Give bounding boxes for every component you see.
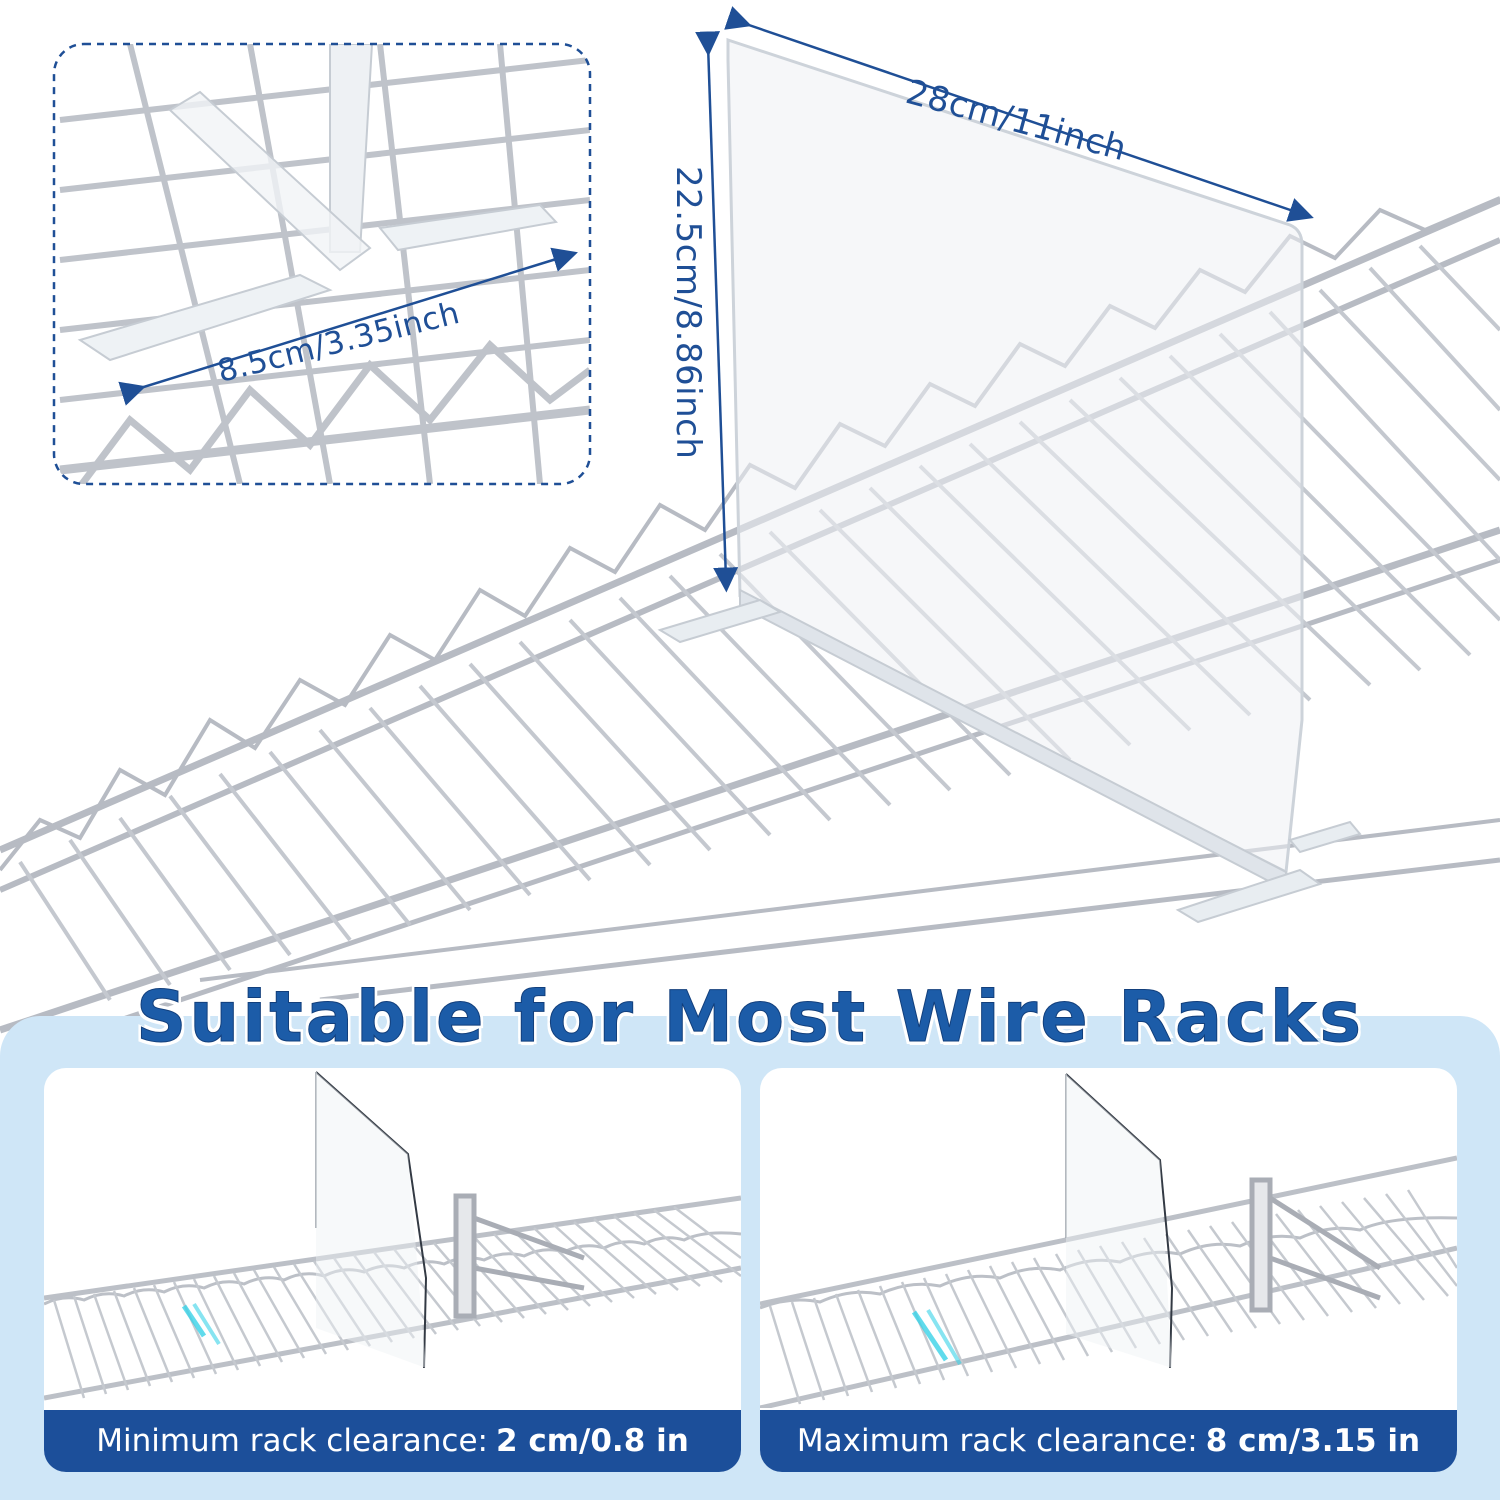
- max-clearance-card: Maximum rack clearance: 8 cm/3.15 in: [760, 1068, 1457, 1472]
- max-clearance-value: 8 cm/3.15 in: [1205, 1423, 1421, 1459]
- min-clearance-label: Minimum rack clearance:: [96, 1423, 488, 1459]
- min-clearance-caption: Minimum rack clearance: 2 cm/0.8 in: [44, 1410, 741, 1472]
- acrylic-divider: [657, 37, 1362, 924]
- headline: Suitable for Most Wire Racks: [136, 976, 1364, 1059]
- dimension-arrows: [695, 6, 1314, 593]
- min-clearance-value: 2 cm/0.8 in: [496, 1423, 689, 1459]
- max-clearance-label: Maximum rack clearance:: [796, 1423, 1198, 1459]
- max-clearance-caption: Maximum rack clearance: 8 cm/3.15 in: [760, 1410, 1457, 1472]
- min-clearance-card: Minimum rack clearance: 2 cm/0.8 in: [44, 1068, 741, 1472]
- min-clearance-illustration: [44, 1071, 741, 1401]
- inset-detail: [52, 42, 592, 486]
- max-clearance-illustration: [760, 1073, 1457, 1408]
- height-dimension-label: 22.5cm/8.86inch: [668, 166, 708, 460]
